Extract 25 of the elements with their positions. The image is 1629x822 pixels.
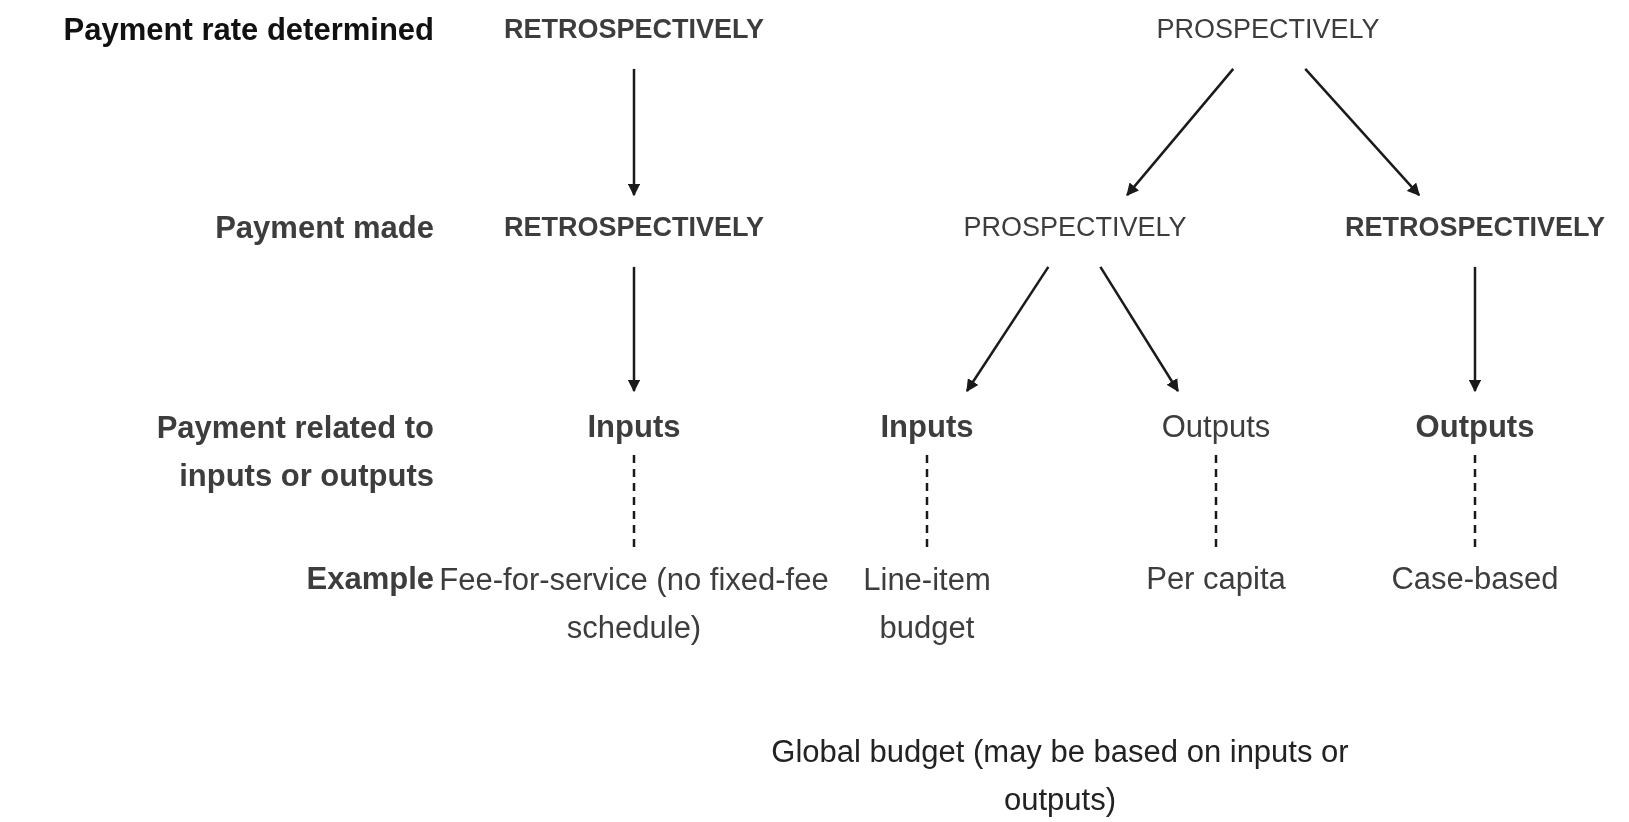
arrow	[1304, 68, 1421, 196]
arrow	[1099, 266, 1179, 393]
arrow	[1468, 266, 1482, 393]
arrow	[627, 266, 641, 393]
node-label: Fee-for-service (no fixed-fee schedule)	[439, 555, 829, 653]
node-label: Outputs	[1126, 403, 1306, 451]
arrow	[627, 68, 641, 197]
node-label: Outputs	[1385, 403, 1565, 451]
node-label: Line-item budget	[842, 555, 1012, 653]
row-label: Payment related to inputs or outputs	[155, 408, 434, 495]
note-text: Global budget (may be based on inputs or outputs)	[770, 732, 1350, 819]
node-label: Inputs	[847, 403, 1007, 451]
row-label: Payment rate determined	[62, 11, 434, 49]
node-label: Case-based	[1365, 555, 1585, 603]
node-label: PROSPECTIVELY	[1118, 9, 1418, 51]
arrow	[965, 266, 1050, 392]
row-label: Example	[305, 560, 434, 598]
row-label: Payment made	[214, 209, 434, 247]
arrow	[1126, 68, 1235, 197]
node-label: Per capita	[1116, 555, 1316, 603]
node-label: RETROSPECTIVELY	[469, 207, 799, 249]
node-label: RETROSPECTIVELY	[1310, 207, 1629, 249]
node-label: RETROSPECTIVELY	[469, 9, 799, 51]
node-label: Inputs	[554, 403, 714, 451]
node-label: PROSPECTIVELY	[925, 207, 1225, 249]
